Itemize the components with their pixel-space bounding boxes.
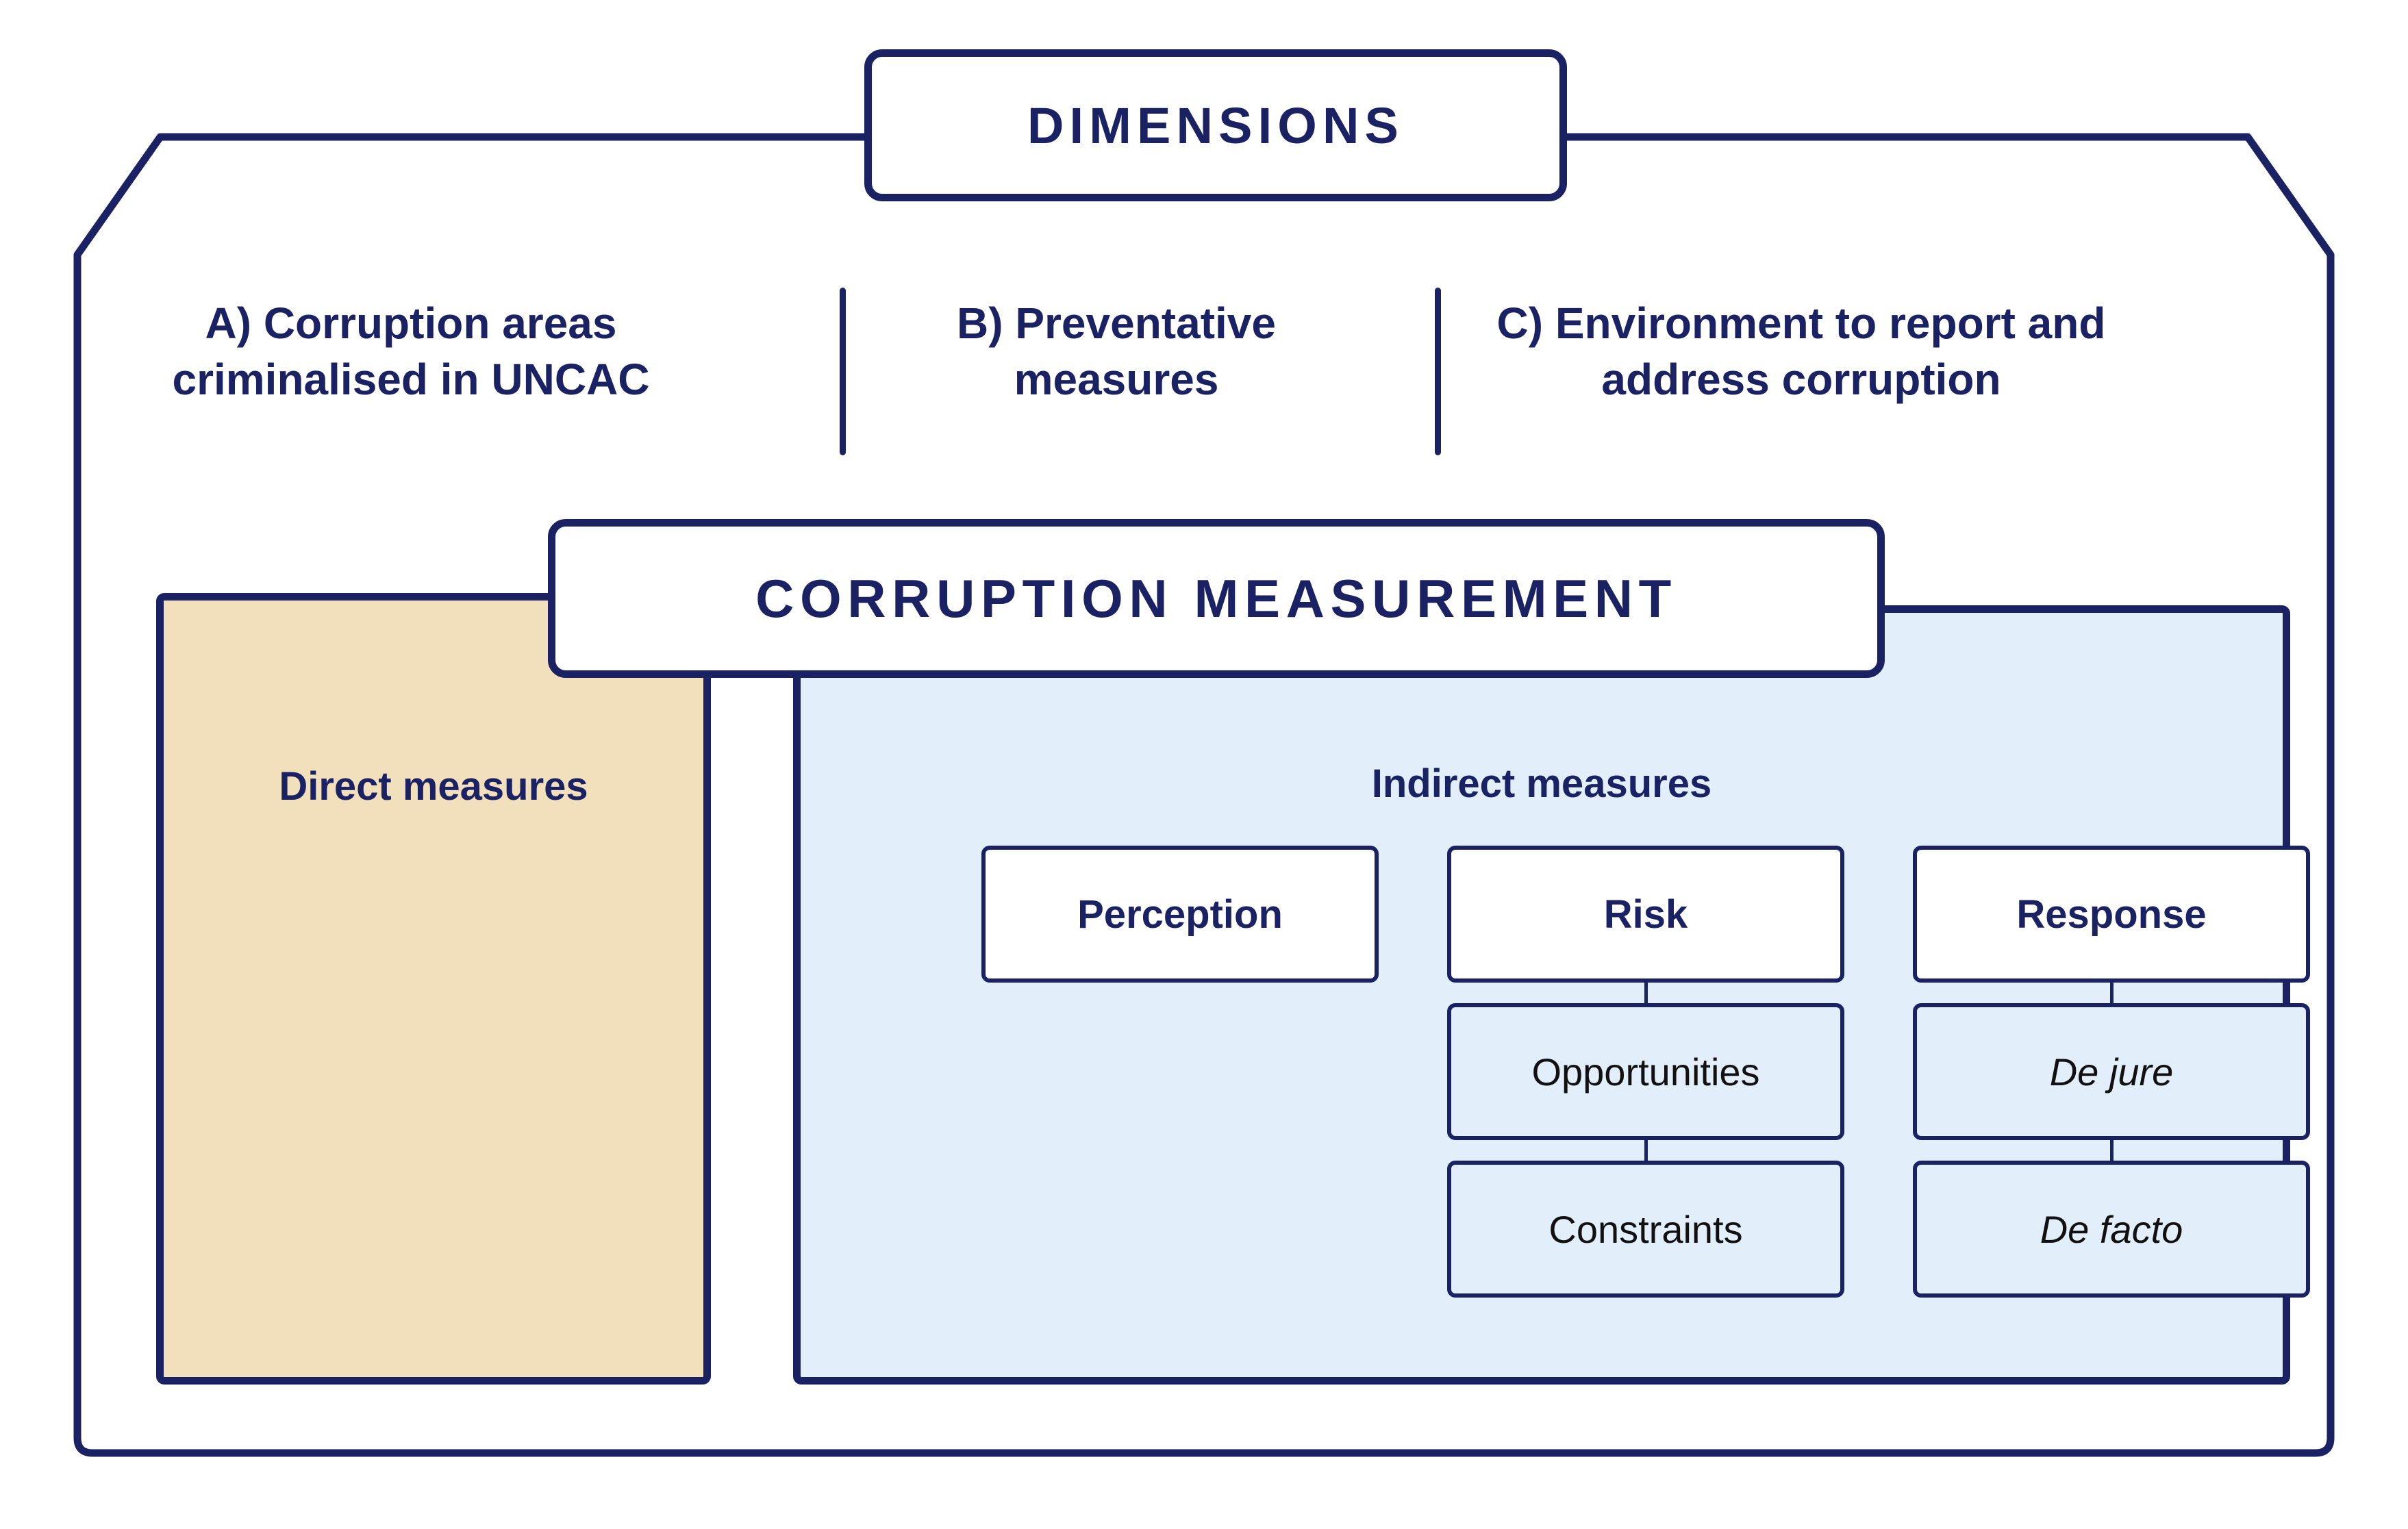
connector-opportunities-constraints bbox=[1644, 1140, 1648, 1161]
connector-response-dejure bbox=[2109, 983, 2114, 1003]
column-divider-2 bbox=[1435, 288, 1441, 455]
node-constraints-label: Constraints bbox=[1548, 1207, 1743, 1251]
dimensions-banner-label: DIMENSIONS bbox=[1027, 97, 1405, 154]
dimensions-banner: DIMENSIONS bbox=[864, 49, 1567, 201]
corruption-measurement-banner: CORRUPTION MEASUREMENT bbox=[548, 519, 1885, 678]
direct-measures-box: Direct measures bbox=[156, 593, 711, 1385]
node-constraints[interactable]: Constraints bbox=[1447, 1161, 1844, 1298]
dimension-column-b: B) Preventative measures bbox=[856, 296, 1377, 408]
dimension-column-a: A) Corruption areas criminalised in UNCA… bbox=[137, 296, 685, 408]
node-de-jure[interactable]: De jure bbox=[1913, 1003, 2310, 1140]
node-perception[interactable]: Perception bbox=[981, 846, 1379, 983]
dimension-column-c: C) Environment to report and address cor… bbox=[1459, 296, 2144, 408]
column-divider-1 bbox=[840, 288, 846, 455]
indirect-branches: Perception Risk Opportunities Constraint… bbox=[868, 846, 2310, 1339]
node-opportunities[interactable]: Opportunities bbox=[1447, 1003, 1844, 1140]
dimension-column-c-label: C) Environment to report and address cor… bbox=[1496, 299, 2106, 404]
node-de-facto[interactable]: De facto bbox=[1913, 1161, 2310, 1298]
connector-risk-opportunities bbox=[1644, 983, 1648, 1003]
dimension-column-b-label: B) Preventative measures bbox=[957, 299, 1276, 404]
corruption-measurement-banner-label: CORRUPTION MEASUREMENT bbox=[755, 568, 1677, 629]
node-risk[interactable]: Risk bbox=[1447, 846, 1844, 983]
node-response-label: Response bbox=[2016, 892, 2207, 937]
direct-measures-label: Direct measures bbox=[279, 764, 588, 809]
node-de-jure-label: De jure bbox=[2049, 1050, 2174, 1094]
branch-perception: Perception bbox=[981, 846, 1379, 983]
connector-dejure-defacto bbox=[2109, 1140, 2114, 1161]
indirect-measures-label: Indirect measures bbox=[1371, 761, 1712, 806]
node-risk-label: Risk bbox=[1603, 892, 1688, 937]
branch-risk: Risk Opportunities Constraints bbox=[1447, 846, 1844, 1298]
dimension-columns: A) Corruption areas criminalised in UNCA… bbox=[96, 288, 2315, 459]
node-response[interactable]: Response bbox=[1913, 846, 2310, 983]
branch-response: Response De jure De facto bbox=[1913, 846, 2310, 1298]
indirect-measures-panel: Indirect measures Perception Risk Opport… bbox=[793, 605, 2310, 1385]
node-opportunities-label: Opportunities bbox=[1531, 1050, 1760, 1094]
node-de-facto-label: De facto bbox=[2040, 1207, 2183, 1251]
dimension-column-a-label: A) Corruption areas criminalised in UNCA… bbox=[172, 299, 650, 404]
node-perception-label: Perception bbox=[1077, 892, 1283, 937]
